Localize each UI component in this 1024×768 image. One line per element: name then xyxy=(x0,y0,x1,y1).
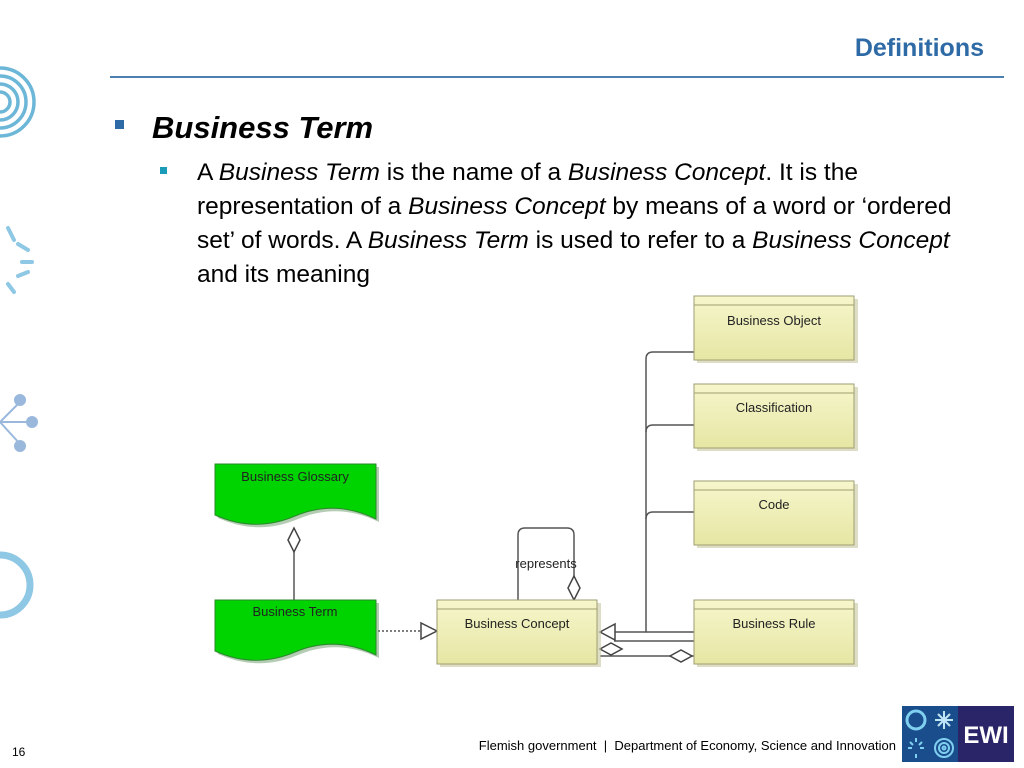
page-number: 16 xyxy=(12,745,26,759)
network-icon xyxy=(0,394,38,452)
arrowheads xyxy=(287,526,694,663)
title-divider xyxy=(110,76,1004,78)
sunburst-icon xyxy=(6,226,34,294)
footer-separator: | xyxy=(603,738,608,753)
code-label: Code xyxy=(758,497,789,512)
concentric-circles-icon xyxy=(0,66,36,138)
ring-icon xyxy=(0,551,34,619)
business-object-label: Business Object xyxy=(727,313,821,328)
business-rule-label: Business Rule xyxy=(732,616,815,631)
connector-lines xyxy=(293,351,694,657)
logo-sunburst-icon xyxy=(908,738,924,758)
footer-text: Flemish government | Department of Econo… xyxy=(479,738,896,753)
uml-diagram: Business Object Classification Code Busi… xyxy=(214,295,858,667)
logo-text: EWI xyxy=(963,722,1008,749)
business-object-box: Business Object xyxy=(693,295,858,363)
classification-box: Classification xyxy=(693,383,858,451)
section-heading: Business Term xyxy=(152,110,374,145)
code-box: Code xyxy=(693,480,858,548)
bullet-square-icon xyxy=(115,120,124,129)
logo-spiral-icon xyxy=(934,738,954,758)
business-glossary-label: Business Glossary xyxy=(241,469,349,484)
left-decoration xyxy=(0,66,38,619)
represents-label: represents xyxy=(515,556,577,571)
logo-snowflake-icon xyxy=(935,711,953,729)
classification-label: Classification xyxy=(736,400,813,415)
business-term-label: Business Term xyxy=(252,604,337,619)
business-glossary-shape: Business Glossary xyxy=(214,463,379,528)
ewi-logo: EWI xyxy=(902,706,1014,762)
slide-title: Definitions xyxy=(854,34,984,62)
business-term-shape: Business Term xyxy=(214,599,379,664)
logo-circle-icon xyxy=(905,709,927,731)
business-concept-label: Business Concept xyxy=(465,616,570,631)
definition-paragraph: A Business Term is the name of a Busines… xyxy=(197,159,952,288)
footer-department: Department of Economy, Science and Innov… xyxy=(614,738,896,753)
business-concept-box: Business Concept xyxy=(436,599,601,667)
business-rule-box: Business Rule xyxy=(693,599,858,667)
footer-org: Flemish government xyxy=(478,738,597,753)
sub-bullet-square-icon xyxy=(160,167,167,174)
